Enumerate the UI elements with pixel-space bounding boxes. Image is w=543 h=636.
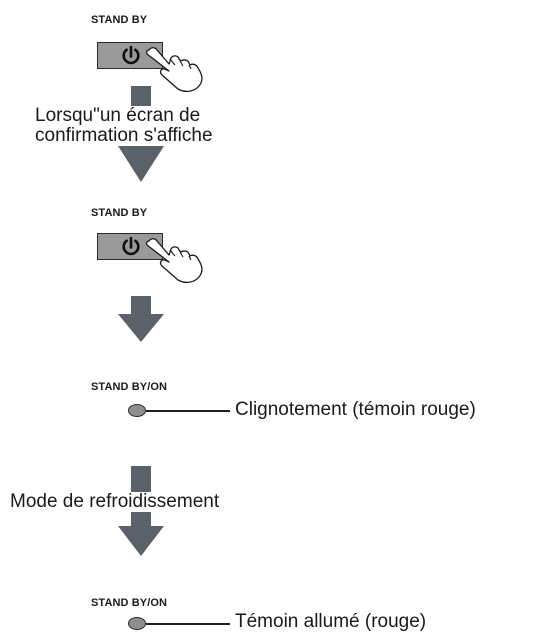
led-icon: [128, 617, 146, 630]
power-icon: [122, 45, 140, 65]
confirmation-note-line2: confirmation s'affiche: [35, 125, 213, 146]
step2-label: STAND BY: [91, 207, 148, 219]
step1-label: STAND BY: [91, 14, 148, 26]
leader-line: [146, 623, 230, 625]
hand-pointer-icon: [145, 238, 203, 284]
confirmation-note: Lorsqu"un écran de confirmation s'affich…: [33, 106, 215, 146]
down-arrow-icon: [118, 296, 164, 342]
leader-line: [146, 410, 230, 412]
led-icon: [128, 404, 146, 417]
blinking-status: Clignotement (témoin rouge): [235, 399, 476, 420]
confirmation-note-line1: Lorsqu"un écran de: [35, 105, 201, 126]
down-arrow-icon: [118, 466, 164, 556]
hand-pointer-icon: [145, 47, 203, 93]
cooling-mode-note: Mode de refroidissement: [8, 491, 222, 512]
lit-status: Témoin allumé (rouge): [235, 611, 427, 632]
power-icon: [122, 236, 140, 256]
step3-label: STAND BY/ON: [91, 381, 168, 393]
step4-label: STAND BY/ON: [91, 597, 168, 609]
